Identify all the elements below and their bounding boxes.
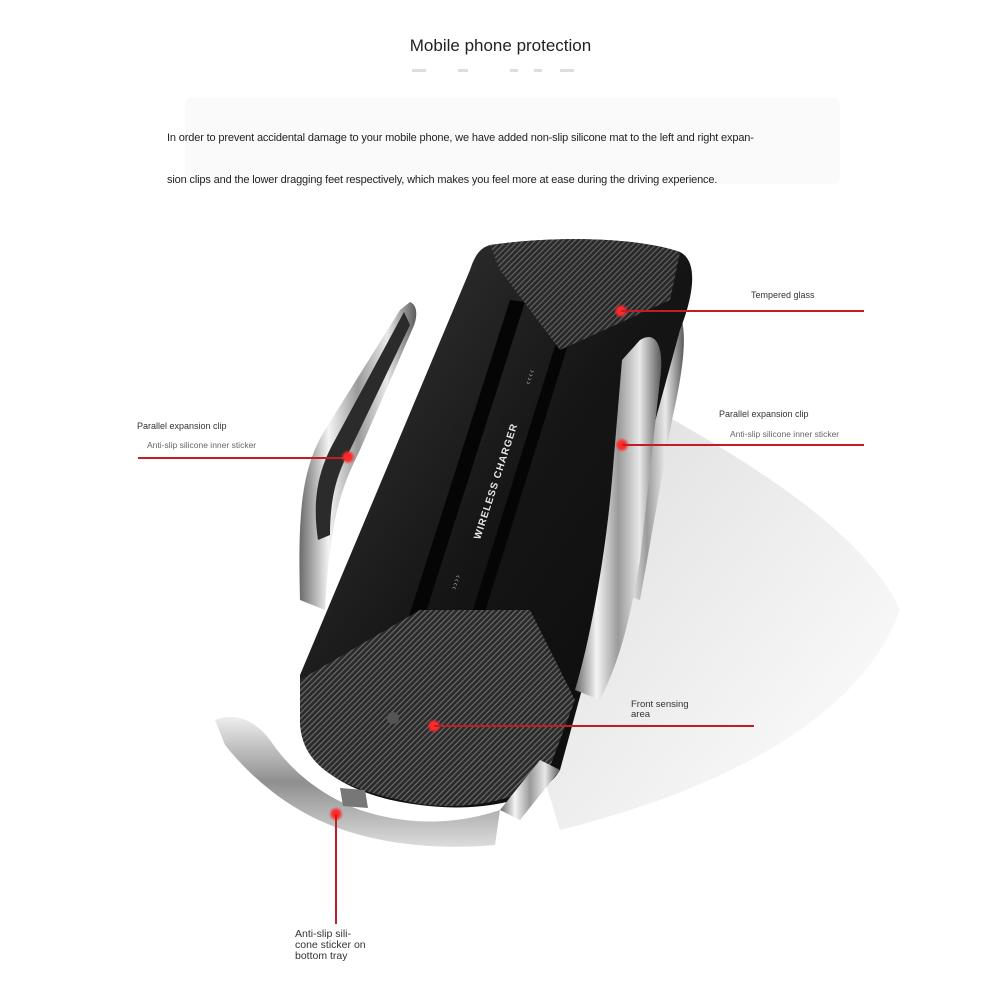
bottom-tray-label: Anti-slip sili- cone sticker on bottom t… — [295, 929, 395, 962]
right-clip-label: Parallel expansion clip — [719, 409, 809, 419]
left-clip-sublabel: Anti-slip silicone inner sticker — [147, 440, 257, 450]
bottom-tray-leader-line — [335, 814, 337, 924]
front-sensing-label-line: Front sensing — [631, 699, 689, 710]
bottom-tray-label-line: bottom tray — [295, 950, 348, 962]
front-sensing-leader-line — [434, 725, 754, 727]
title-underline-decoration — [410, 69, 590, 75]
tempered-glass-leader-line — [621, 310, 864, 312]
left-clip-leader-line — [138, 457, 348, 459]
right-clip-leader-line — [622, 444, 864, 446]
front-sensing-label-line: area — [631, 709, 651, 720]
bottom-tray-label-line: Anti-slip sili- — [295, 928, 352, 940]
svg-text:‹‹‹‹: ‹‹‹‹ — [522, 367, 536, 385]
page-title: Mobile phone protection — [409, 36, 592, 55]
description-line: In order to prevent accidental damage to… — [167, 132, 754, 144]
description-line: sion clips and the lower dragging feet r… — [167, 174, 718, 186]
bottom-tray-label-line: cone sticker on — [295, 939, 366, 951]
description-background — [185, 98, 840, 184]
left-clip-label: Parallel expansion clip — [137, 421, 227, 431]
left-clip-marker-icon — [341, 450, 355, 464]
tempered-glass-label: Tempered glass — [751, 290, 815, 300]
front-sensing-label: Front sensing area — [631, 700, 721, 720]
svg-text:››››: ›››› — [448, 572, 462, 590]
right-clip-sublabel: Anti-slip silicone inner sticker — [730, 429, 840, 439]
description-paragraph: In order to prevent accidental damage to… — [167, 117, 847, 201]
